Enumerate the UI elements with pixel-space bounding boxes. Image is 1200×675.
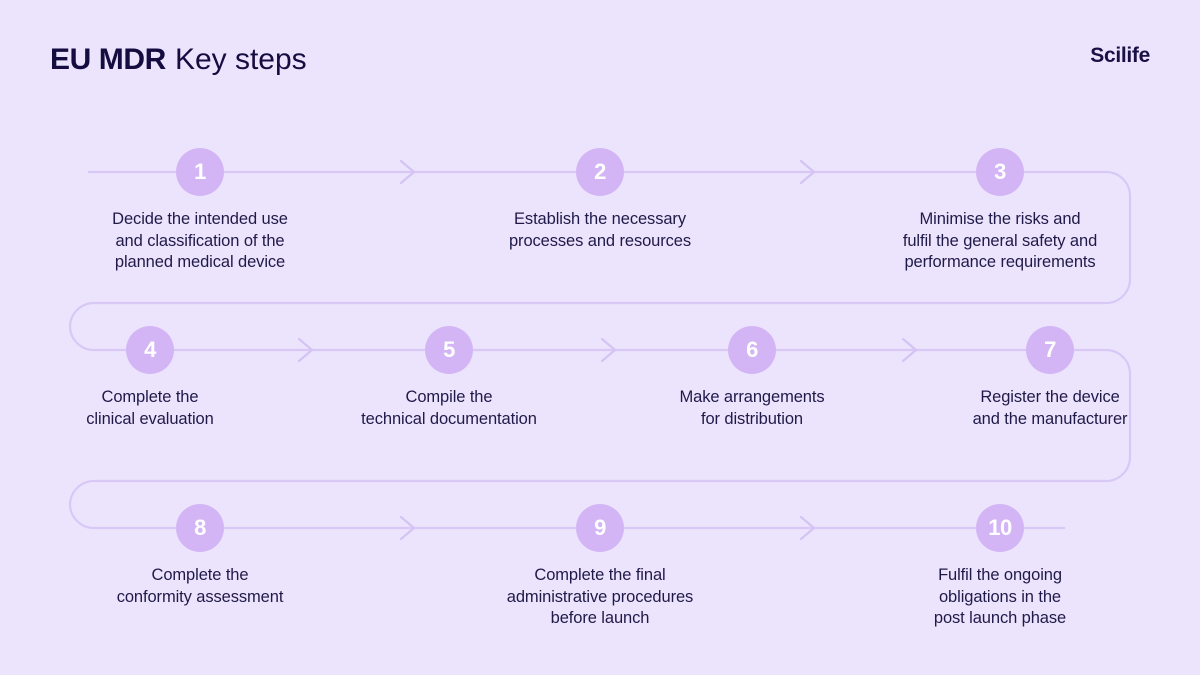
step-number-badge[interactable]: 9 [576,504,624,552]
step-description: Complete the conformity assessment [116,566,284,606]
step-number-badge[interactable]: 7 [1026,326,1074,374]
step-number-badge[interactable]: 1 [176,148,224,196]
arrow-icon-2 [799,159,816,185]
step-description: Compile the technical documentation [361,388,537,428]
step-number-badge[interactable]: 2 [576,148,624,196]
step-description: Make arrangements for distribution [679,388,825,428]
step-number-badge[interactable]: 8 [176,504,224,552]
arrow-icon-7 [799,515,816,541]
step-description: Minimise the risks and fulfil the genera… [902,210,1098,271]
page-title-light: Key steps [174,43,307,76]
step-description: Register the device and the manufacturer [972,388,1128,428]
step-description: Complete the clinical evaluation [86,388,214,428]
step-description: Decide the intended use and classificati… [112,210,288,271]
step-number-badge[interactable]: 3 [976,148,1024,196]
step-description: Establish the necessary processes and re… [508,210,692,250]
page-title-strong: EU MDR [50,43,166,76]
arrow-icon-1 [399,159,416,185]
step-number-badge[interactable]: 10 [976,504,1024,552]
brand-logo: Scilife [1090,44,1150,67]
step-number-badge[interactable]: 5 [425,326,473,374]
step-description: Fulfil the ongoing obligations in the po… [933,566,1067,627]
step-number-badge[interactable]: 6 [728,326,776,374]
arrow-icon-6 [399,515,416,541]
step-description: Complete the final administrative proced… [506,566,694,627]
step-number-badge[interactable]: 4 [126,326,174,374]
